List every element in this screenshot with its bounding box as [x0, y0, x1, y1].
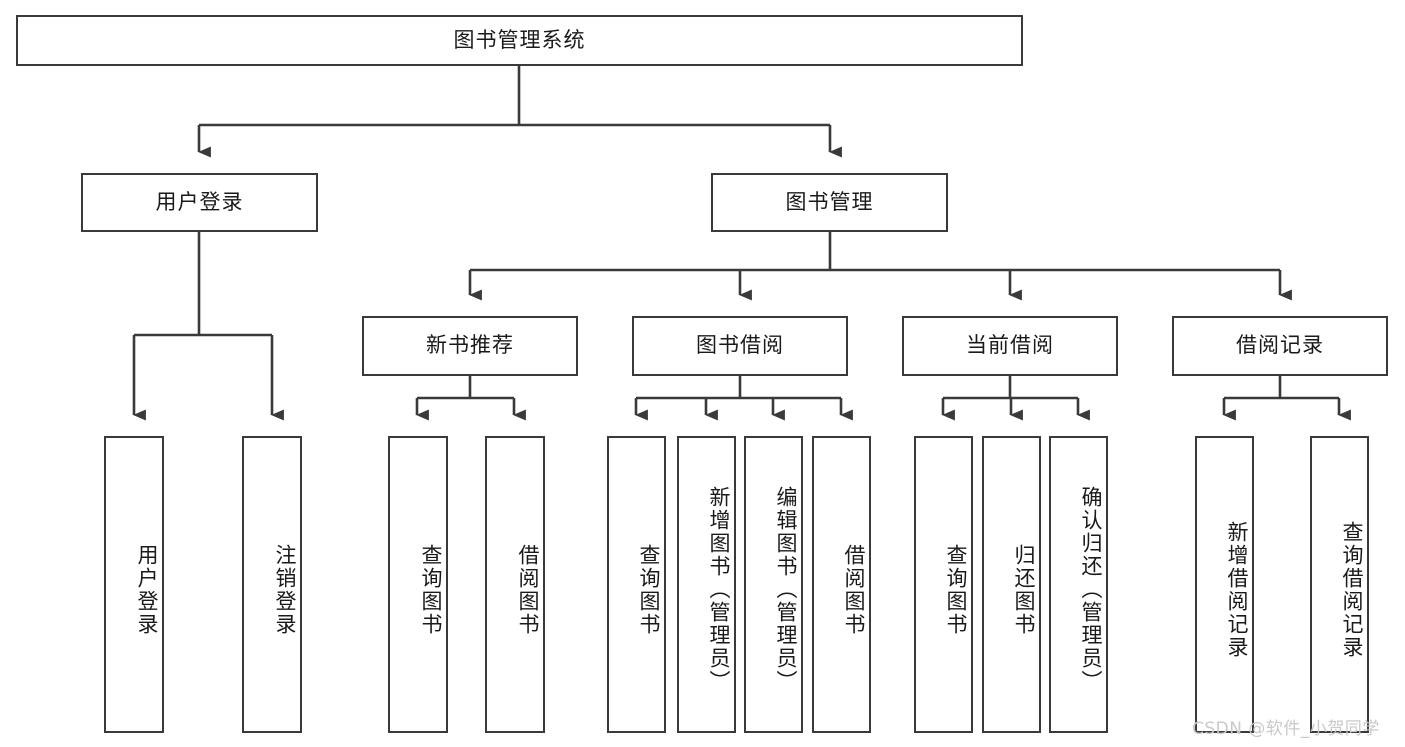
node-root-book-management-system[interactable]: 图书管理系统 — [16, 15, 1023, 66]
leaf-book-borrow-add-book-admin[interactable]: 新增图书（管理员） — [677, 436, 736, 733]
node-label: 查询图书 — [419, 543, 443, 636]
node-label: 编辑图书（管理员） — [774, 486, 798, 693]
node-label: 新书推荐 — [426, 333, 514, 358]
node-label: 借阅图书 — [516, 543, 540, 636]
node-label: 查询借阅记录 — [1340, 520, 1364, 659]
leaf-user-login-logout[interactable]: 注销登录 — [242, 436, 302, 733]
leaf-borrow-record-add-record[interactable]: 新增借阅记录 — [1195, 436, 1254, 733]
node-label: 借阅记录 — [1236, 333, 1324, 358]
node-label: 用户登录 — [135, 543, 159, 636]
node-book-management[interactable]: 图书管理 — [711, 173, 948, 232]
leaf-book-borrow-query-book[interactable]: 查询图书 — [607, 436, 666, 733]
leaf-book-borrow-borrow-book[interactable]: 借阅图书 — [812, 436, 871, 733]
node-book-borrow[interactable]: 图书借阅 — [632, 316, 848, 376]
leaf-borrow-record-query-record[interactable]: 查询借阅记录 — [1310, 436, 1369, 733]
node-new-book-recommend[interactable]: 新书推荐 — [362, 316, 578, 376]
leaf-book-borrow-edit-book-admin[interactable]: 编辑图书（管理员） — [744, 436, 803, 733]
node-borrow-record[interactable]: 借阅记录 — [1172, 316, 1388, 376]
node-label: 确认归还（管理员） — [1079, 486, 1103, 693]
node-label: 图书管理 — [785, 189, 874, 214]
leaf-current-borrow-query-book[interactable]: 查询图书 — [914, 436, 973, 733]
node-label: 借阅图书 — [842, 543, 866, 636]
csdn-watermark: CSDN @软件_小贺同学 — [1192, 719, 1380, 739]
node-label: 查询图书 — [944, 543, 968, 636]
leaf-new-book-borrow-book[interactable]: 借阅图书 — [485, 436, 545, 733]
node-label: 归还图书 — [1012, 543, 1036, 636]
node-user-login[interactable]: 用户登录 — [81, 173, 318, 232]
node-label: 新增借阅记录 — [1225, 520, 1249, 659]
node-label: 查询图书 — [637, 543, 661, 636]
node-label: 注销登录 — [273, 543, 297, 636]
node-label: 当前借阅 — [966, 333, 1054, 358]
leaf-new-book-query-book[interactable]: 查询图书 — [388, 436, 448, 733]
node-label: 图书借阅 — [696, 333, 784, 358]
node-label: 用户登录 — [155, 189, 244, 214]
node-label: 新增图书（管理员） — [707, 486, 731, 693]
node-label: 图书管理系统 — [453, 27, 586, 52]
node-current-borrow[interactable]: 当前借阅 — [902, 316, 1118, 376]
leaf-user-login-login[interactable]: 用户登录 — [104, 436, 164, 733]
leaf-current-borrow-confirm-return-admin[interactable]: 确认归还（管理员） — [1049, 436, 1108, 733]
leaf-current-borrow-return-book[interactable]: 归还图书 — [982, 436, 1041, 733]
